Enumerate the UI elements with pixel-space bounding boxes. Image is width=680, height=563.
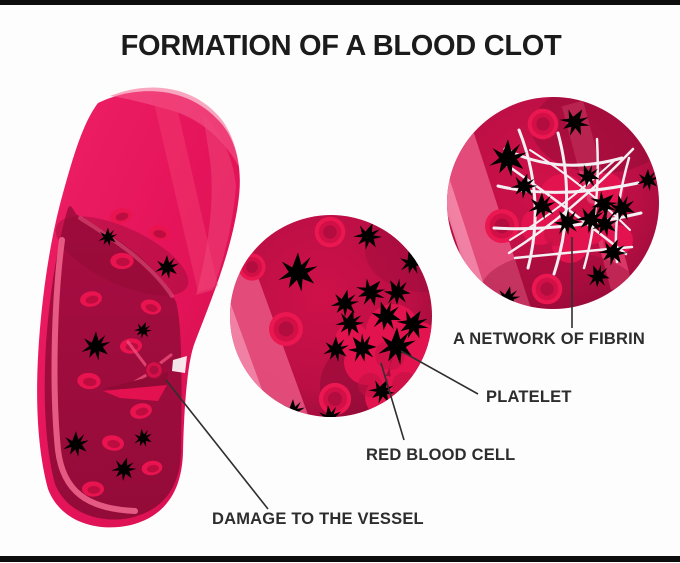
label-red-blood-cell: RED BLOOD CELL xyxy=(366,446,516,464)
red-blood-cell xyxy=(318,382,352,416)
red-blood-cell xyxy=(531,273,563,305)
leader-line-platelet xyxy=(400,350,479,395)
vessel-cap-streak xyxy=(152,94,218,292)
top-border-bar xyxy=(0,0,680,5)
red-blood-cell xyxy=(81,481,105,497)
red-blood-cell xyxy=(314,216,346,248)
label-platelet: PLATELET xyxy=(486,388,572,406)
red-blood-cell xyxy=(238,253,266,281)
label-network-of-fibrin: A NETWORK OF FIBRIN xyxy=(452,330,646,348)
fibrin-network-circle xyxy=(447,97,659,309)
vessel-damage-site xyxy=(103,340,187,401)
vessel-wall-band xyxy=(447,97,539,309)
vessel-wall-streak xyxy=(196,114,236,295)
label-damage-to-vessel: DAMAGE TO THE VESSEL xyxy=(212,510,424,528)
lumen-rim-light xyxy=(78,216,174,298)
leader-line-damage xyxy=(165,379,269,510)
page-title: FORMATION OF A BLOOD CLOT xyxy=(120,30,562,62)
red-blood-cell xyxy=(611,97,639,119)
blood-vessel-illustration xyxy=(37,87,240,528)
inner-wall-stripe xyxy=(51,237,138,514)
red-blood-cell xyxy=(269,312,303,346)
leader-line-red-blood-cell xyxy=(380,362,405,441)
red-blood-cell xyxy=(110,252,134,270)
red-blood-cell-cluster xyxy=(521,173,633,263)
vessel-cap-highlight xyxy=(110,87,239,167)
vessel-wall-band xyxy=(230,215,320,417)
bottom-border-bar xyxy=(0,556,680,562)
